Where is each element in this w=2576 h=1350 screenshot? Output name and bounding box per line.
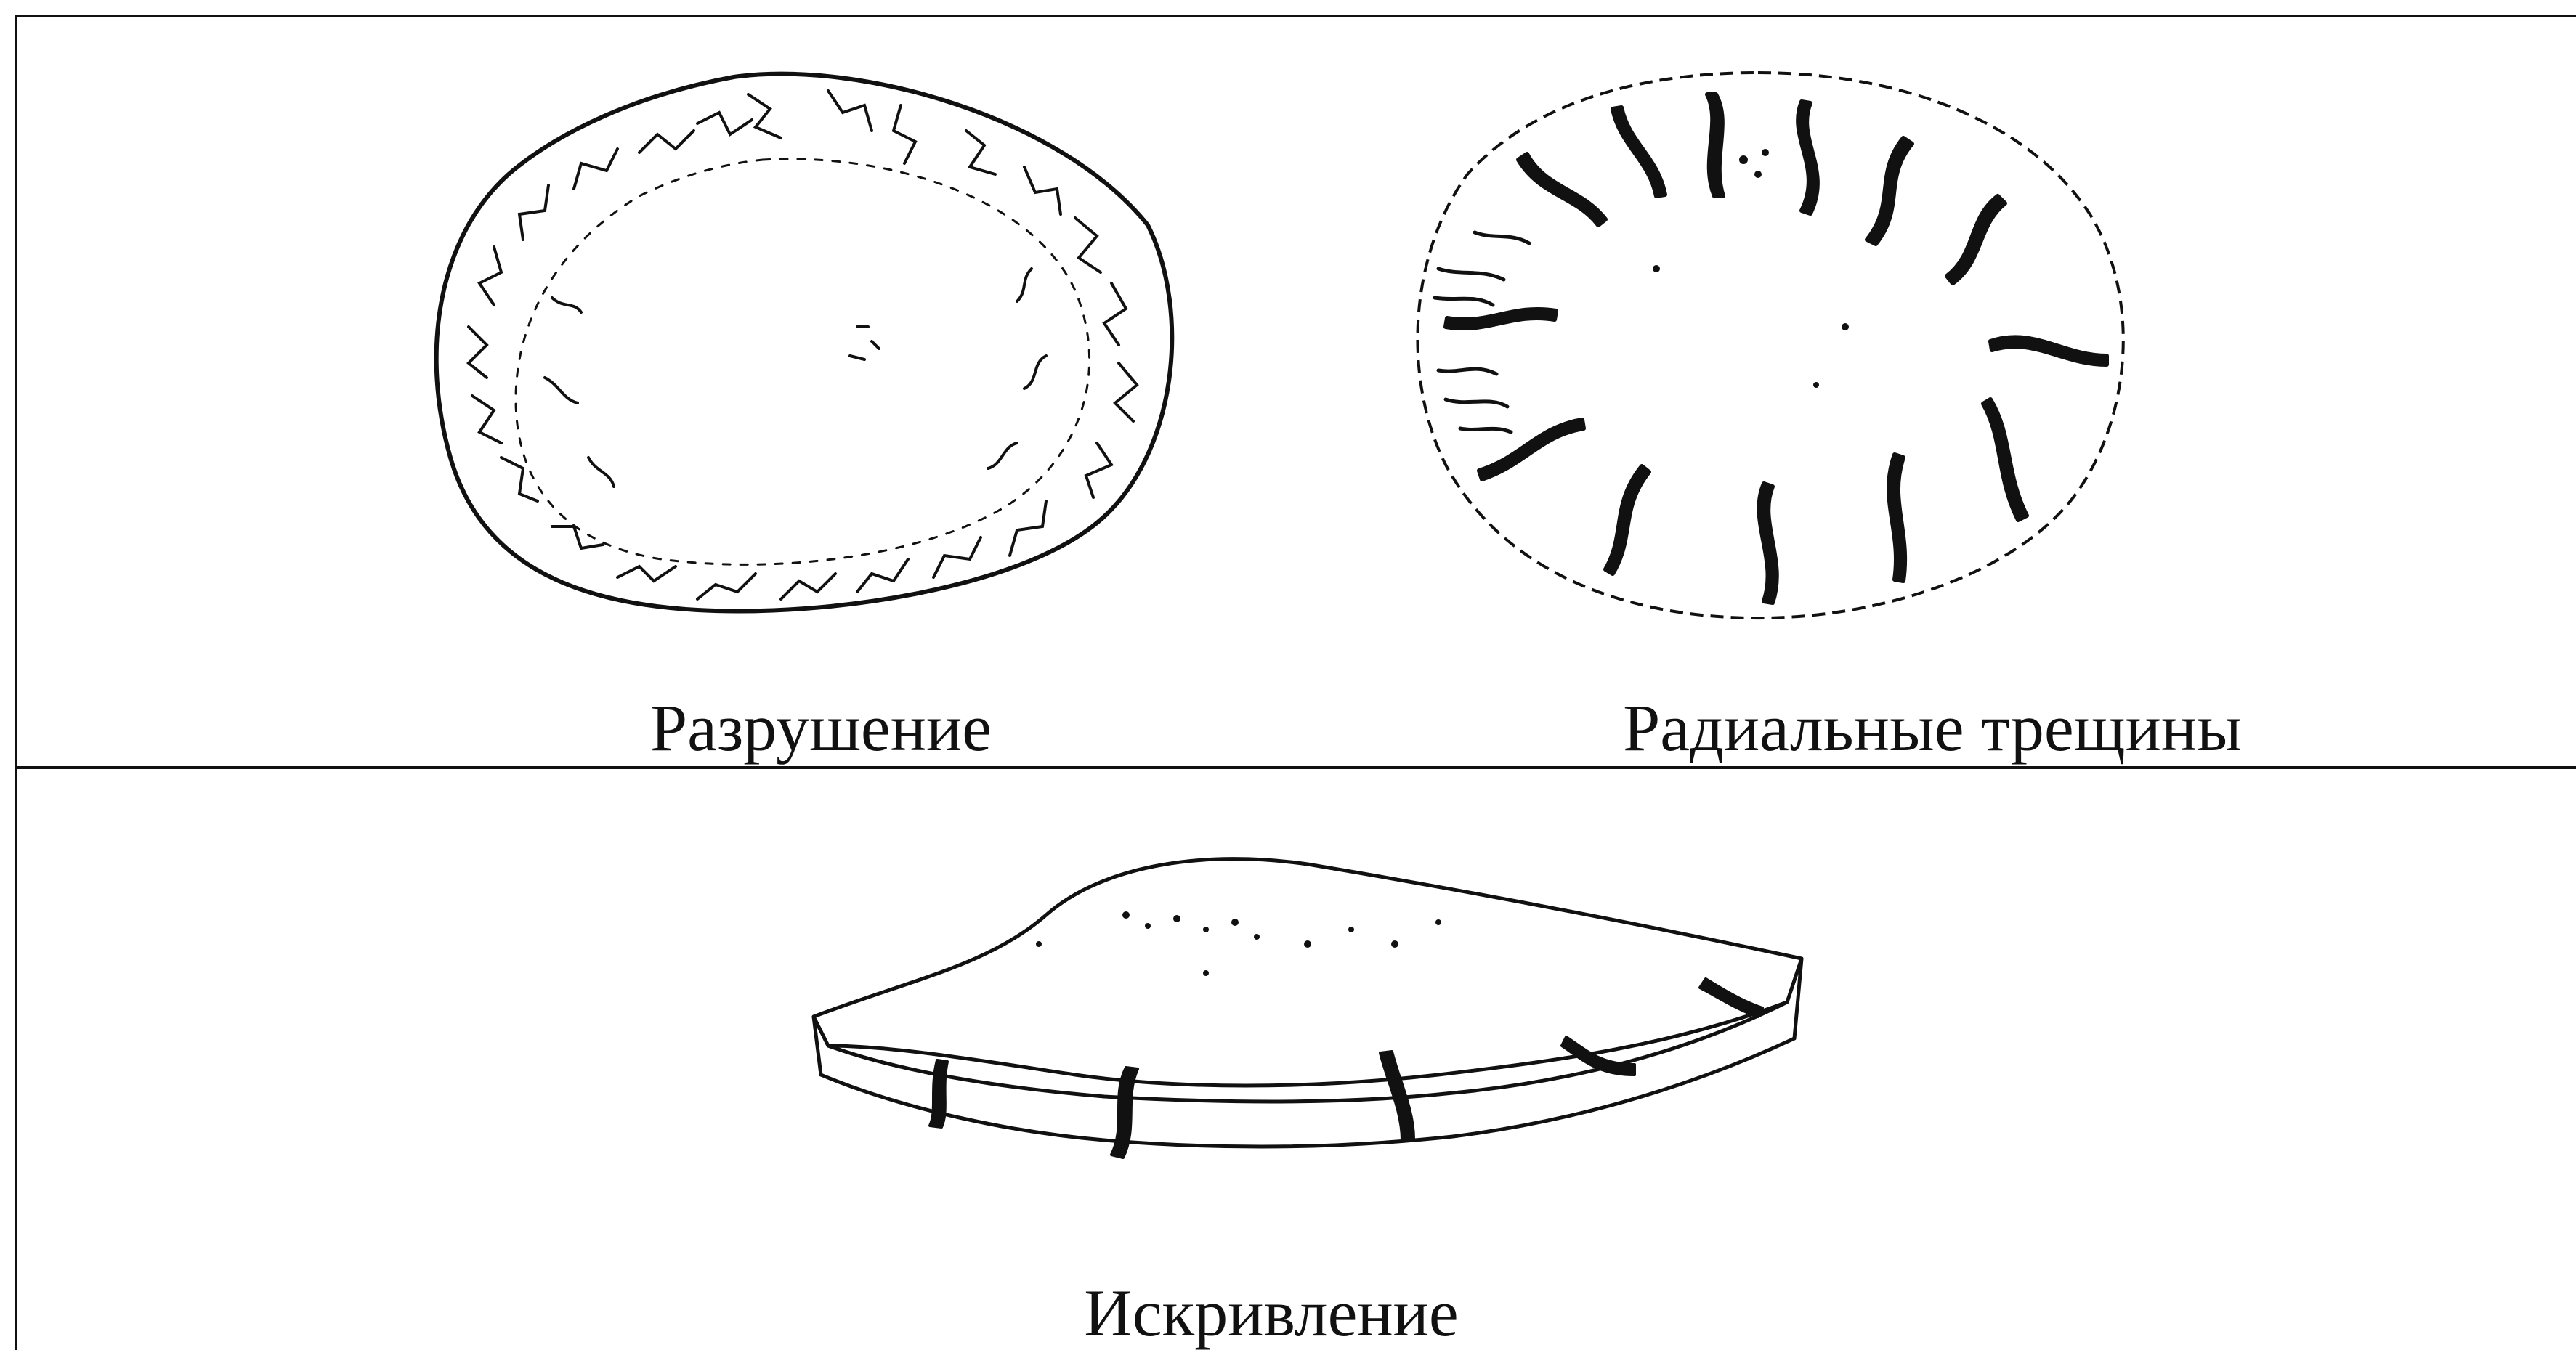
surface-speckles <box>1036 911 1441 976</box>
warping-illustration <box>799 835 1831 1235</box>
radial-crack-lines <box>1446 94 2107 603</box>
edge-hatching <box>1435 232 1529 432</box>
radial-cracks-illustration <box>1395 51 2165 632</box>
top-surface <box>814 859 1802 1086</box>
front-edge-top <box>828 1002 1787 1102</box>
outer-outline <box>437 74 1172 611</box>
caption-radial-cracks: Радиальные трещины <box>1547 691 2317 764</box>
crumbling-texture <box>469 91 1137 599</box>
caption-warping: Искривление <box>1017 1277 1526 1349</box>
row-divider <box>15 766 2576 769</box>
caption-destruction: Разрушение <box>567 691 1075 764</box>
warp-cracks <box>930 979 1762 1158</box>
inner-outline <box>516 159 1090 564</box>
destruction-illustration <box>421 51 1191 632</box>
